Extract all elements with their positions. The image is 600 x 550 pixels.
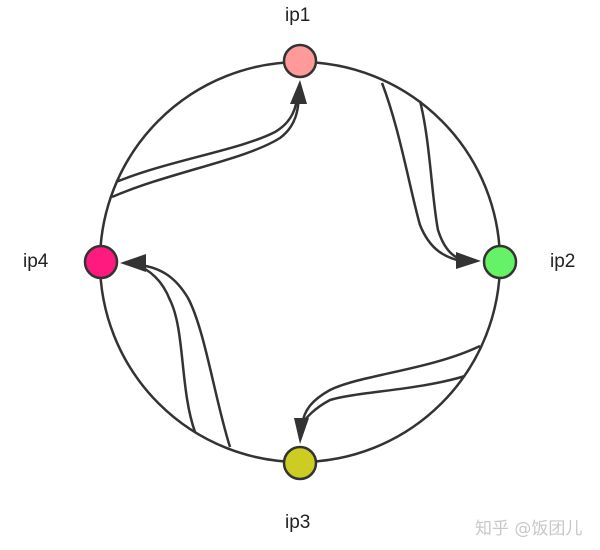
label-ip2: ip2 (550, 251, 576, 272)
edges-to-ip4 (134, 262, 232, 448)
arrowhead-ip1 (290, 80, 307, 104)
edges-to-ip2 (380, 82, 466, 264)
node-ip3 (282, 445, 318, 481)
label-ip1: ip1 (285, 5, 311, 26)
label-ip3: ip3 (285, 512, 311, 533)
arrowhead-ip3 (294, 418, 309, 444)
label-ip4: ip4 (23, 251, 49, 272)
watermark: 知乎 @饭团儿 (475, 519, 583, 539)
node-ip1 (282, 43, 318, 79)
edges-to-ip1 (111, 89, 301, 199)
node-ip4 (83, 244, 119, 280)
node-ip2 (482, 244, 518, 280)
arrowhead-ip2 (456, 252, 481, 269)
hash-ring (98, 60, 502, 464)
arrowhead-ip4 (120, 254, 146, 272)
edges-to-ip3 (300, 344, 481, 426)
